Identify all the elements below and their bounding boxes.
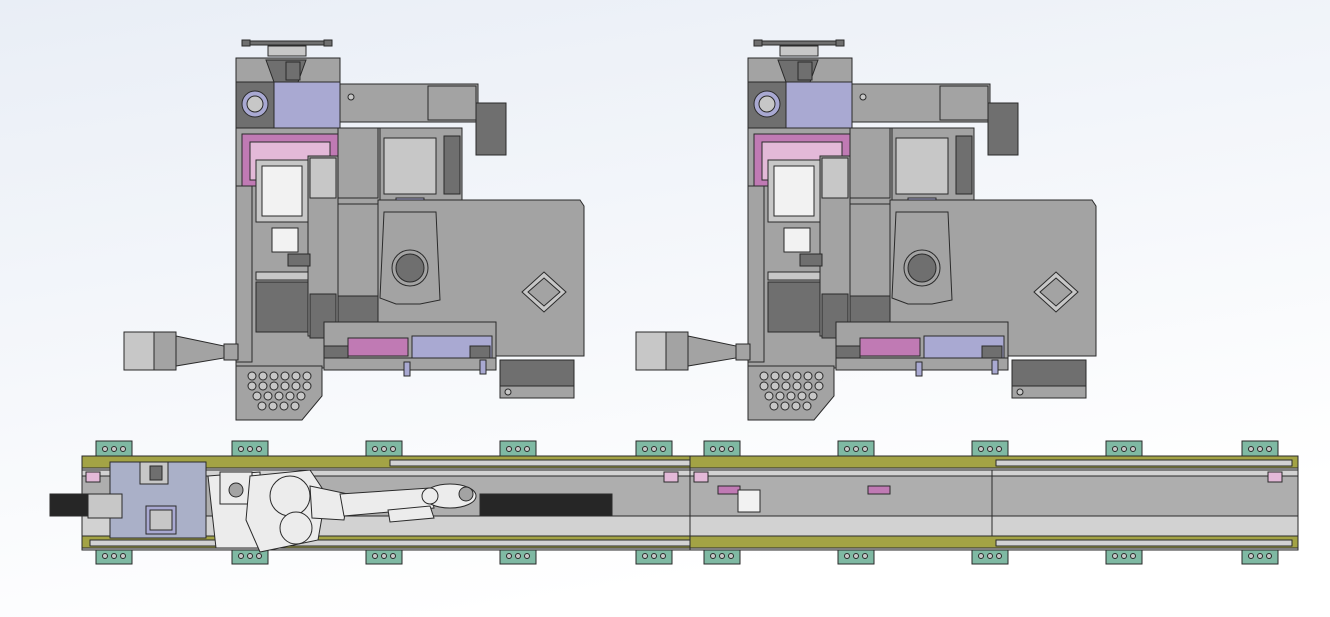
tray-hole [290,401,300,411]
arm-shadow [479,493,613,517]
side-box [475,102,507,156]
track-foot [1105,547,1143,565]
tray-hole [285,391,295,401]
tray-hole [247,381,257,391]
track-foot [703,440,741,458]
track-foot [1241,440,1279,458]
track-foot [837,440,875,458]
tray-hole [247,371,257,381]
track-foot [971,547,1009,565]
track-foot [1241,547,1279,565]
tray-hole [279,401,289,411]
tray-hole [302,371,312,381]
tray-hole [274,391,284,401]
tray-hole [302,381,312,391]
track-feet-bottom [95,547,1279,565]
viewport [271,227,299,253]
tray-hole [269,381,279,391]
tray-hole [257,401,267,411]
track-foot [95,547,133,565]
track-feet-top [95,440,1279,458]
white-marker [737,489,761,513]
track-foot [231,547,269,565]
tray-holes [247,371,312,411]
track-foot [635,440,673,458]
track-foot [971,440,1009,458]
tray-hole [269,371,279,381]
track-foot [365,547,403,565]
track-foot [231,440,269,458]
track-foot [365,440,403,458]
tray-hole [268,401,278,411]
tray-hole [258,371,268,381]
exhaust-block [123,331,155,371]
cable-feed [49,493,91,517]
tray-hole [258,381,268,391]
tray-hole [263,391,273,401]
tray-hole [252,391,262,401]
cnc-machine-left [123,39,585,421]
tray-hole [280,371,290,381]
tray-hole [291,371,301,381]
track-foot [1105,440,1143,458]
tray-hole [296,391,306,401]
track-foot [499,440,537,458]
tray-hole [291,381,301,391]
track-foot [499,547,537,565]
robot-arm [207,469,613,553]
tray-hole [280,381,290,391]
track-foot [95,440,133,458]
linear-track [49,440,1299,565]
top-handle [245,40,329,46]
